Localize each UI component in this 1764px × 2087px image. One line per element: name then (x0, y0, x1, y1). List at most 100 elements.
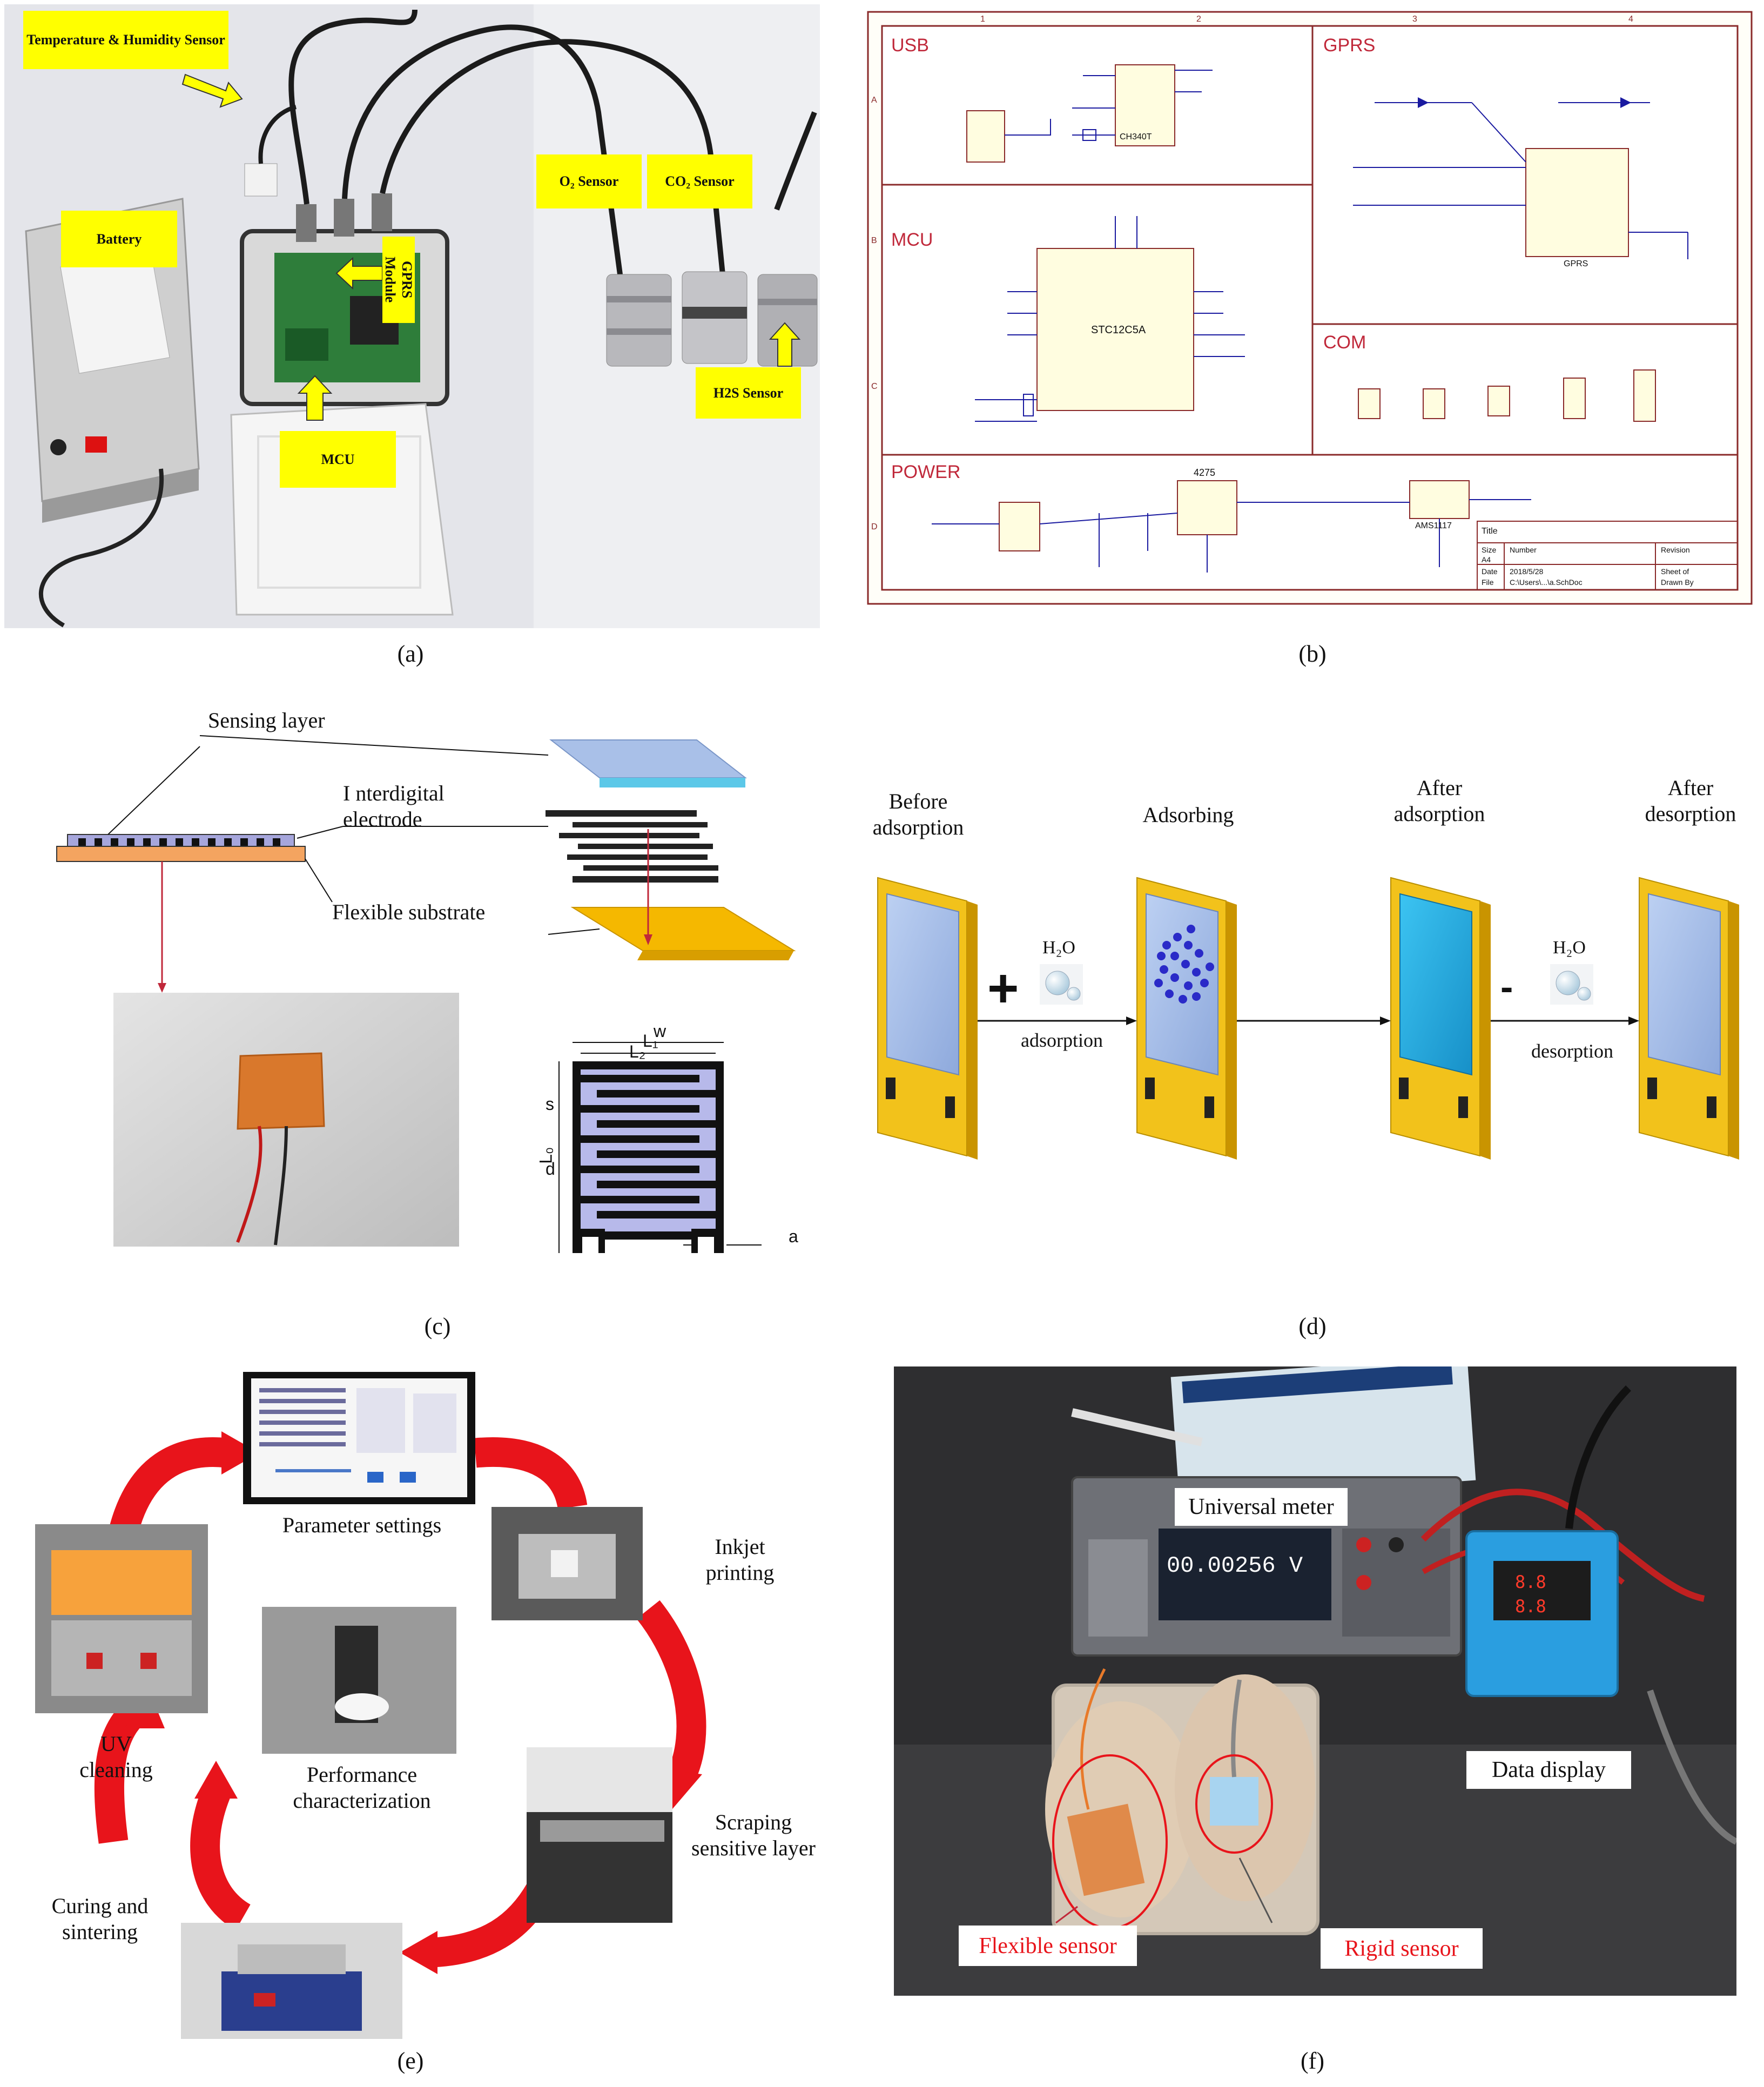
step-uv-cleaning: UV cleaning (79, 1732, 153, 1782)
svg-text:B: B (871, 236, 877, 245)
caption-d: (d) (1298, 1313, 1327, 1339)
step-parameter-settings: Parameter settings (282, 1513, 442, 1537)
o2-sensor-label: O₂ Sensor (536, 154, 642, 208)
svg-text:3: 3 (1412, 15, 1417, 24)
flexible-substrate-label: Flexible substrate (332, 900, 486, 924)
stage-after-desorption: After desorption (1645, 776, 1736, 826)
dim-l1-label: L₁ (643, 1031, 658, 1051)
title-block-file-label: File (1482, 578, 1494, 587)
sensor-structure-diagram (56, 735, 796, 1253)
title-block-date-label: Date (1482, 567, 1498, 576)
title-block-date: 2018/5/28 (1510, 567, 1544, 576)
sensing-layer-label: Sensing layer (208, 708, 325, 732)
arrow-uv-up (94, 1695, 150, 1844)
test-setup-scene: 8.8 8.8 (894, 1366, 1736, 1996)
sensing-layer-3d (549, 739, 747, 778)
panel-d: Before adsorption Adsorbing After adsorp… (864, 767, 1761, 1199)
svg-text:4: 4 (1628, 15, 1633, 24)
schematic-gprs-title: GPRS (1323, 35, 1376, 56)
arrowhead-5 (194, 1761, 238, 1799)
meter-reading: 00.00256 V (1167, 1553, 1303, 1579)
stage-after-adsorption: After adsorption (1393, 776, 1485, 826)
arrow-curing-to-uv (190, 1787, 251, 1930)
schematic-com-title: COM (1323, 332, 1366, 353)
dim-a-label: a (789, 1227, 798, 1246)
step-curing-and-sintering: Curing and sintering (51, 1894, 149, 1944)
caption-c: (c) (424, 1313, 451, 1339)
panel-c: Sensing layer I nterdigital electrode Fl… (32, 697, 853, 1318)
o2-sensor-body (606, 274, 672, 367)
water-droplet-icon-1 (1040, 964, 1083, 1005)
caption-b: (b) (1298, 641, 1327, 667)
caption-f: (f) (1301, 2048, 1324, 2074)
mcu-label: MCU (280, 431, 396, 488)
arrow-scraping-to-curing (431, 1882, 553, 1968)
panel-e: Parameter settings Inkjet printing Scrap… (22, 1372, 832, 2042)
title-block-drawn-by: Drawn By (1661, 578, 1694, 587)
electrode-dimension-drawing (558, 1042, 762, 1253)
rigid-sensor-highlight (1195, 1754, 1273, 1854)
data-display-label: Data display (1466, 1751, 1631, 1789)
rigid-sensor-body (1210, 1777, 1258, 1826)
co2-sensor-label: CO₂ Sensor (647, 154, 752, 208)
dim-w-label: w (654, 1021, 666, 1041)
title-block-title: Title (1482, 527, 1498, 536)
mcu-arrow (297, 375, 333, 421)
plus-operator: + (987, 958, 1019, 1019)
dim-d-label: d (546, 1159, 555, 1179)
temp-humidity-label: Temperature & Humidity Sensor (23, 11, 228, 69)
chip-gprs-label: GPRS (1564, 259, 1588, 268)
h2s-sensor-body (757, 274, 818, 367)
arrow-uv-to-params (110, 1437, 229, 1533)
svg-text:1: 1 (980, 15, 985, 24)
flexible-substrate-3d (570, 907, 796, 951)
title-block-size: Size (1482, 546, 1497, 554)
gprs-module-label: GPRS Module (382, 237, 415, 323)
h2s-arrow (769, 322, 801, 367)
panel-a-photo: Temperature & Humidity Sensor Battery GP… (4, 4, 820, 628)
title-block-revision: Revision (1661, 546, 1690, 554)
h2o-label-adsorption: H₂O (1042, 938, 1075, 958)
chip-ldo-label: AMS1117 (1415, 521, 1452, 530)
schematic-usb-title: USB (891, 35, 929, 56)
title-block-number: Number (1510, 546, 1537, 554)
step-inkjet-printing: Inkjet printing (705, 1534, 775, 1585)
panel-a-scene (4, 4, 820, 628)
gprs-arrow (335, 257, 383, 290)
co2-sensor-body (682, 271, 748, 364)
svg-text:A: A (871, 96, 877, 105)
title-block-file: C:\Users\...\a.SchDoc (1510, 578, 1583, 587)
stage-frame-1 (877, 877, 978, 1160)
multimeter-screen (1159, 1529, 1331, 1620)
dim-l2-label: L₂ (629, 1042, 646, 1061)
universal-meter-label: Universal meter (1175, 1488, 1348, 1526)
temp-sensor-arrow (181, 73, 243, 108)
svg-text:2: 2 (1196, 15, 1201, 24)
svg-text:D: D (871, 522, 878, 531)
stage-frame-4 (1639, 877, 1739, 1160)
arrowhead-1 (221, 1431, 259, 1475)
svg-text:C: C (871, 382, 878, 391)
battery-label: Battery (61, 211, 177, 267)
stage-before-adsorption: Before adsorption (872, 789, 964, 839)
step-scraping-sensitive-layer: Scraping sensitive layer (691, 1810, 816, 1860)
adsorption-arrow-label: adsorption (1021, 1029, 1103, 1051)
arrowhead-4 (400, 1931, 437, 1974)
flexible-sensor-label: Flexible sensor (959, 1926, 1137, 1966)
schematic-drawing: 1 2 3 4 A B C D (867, 11, 1753, 605)
rigid-sensor-label: Rigid sensor (1321, 1928, 1483, 1969)
chip-usb-label: CH340T (1120, 132, 1152, 142)
panel-b-schematic: 1 2 3 4 A B C D USB GPRS MCU COM POWER S… (867, 11, 1753, 605)
h2o-label-desorption: H₂O (1553, 938, 1586, 958)
adsorption-diagram (877, 877, 1739, 1160)
panel-f-photo: 8.8 8.8 00.00256 V Universal meter Data … (894, 1366, 1736, 1996)
caption-e: (e) (397, 2048, 424, 2074)
title-block-sheet-size: A4 (1482, 555, 1491, 564)
step-performance-characterization: Performance characterization (293, 1762, 431, 1813)
minus-operator: - (1500, 966, 1513, 1008)
svg-text:8.8: 8.8 (1515, 1596, 1546, 1617)
h2s-sensor-label: H2S Sensor (696, 367, 801, 419)
stage-frame-2 (1136, 877, 1237, 1160)
chip-reg-label: 4275 (1194, 467, 1216, 478)
chip-mcu-label: STC12C5A (1091, 324, 1146, 336)
